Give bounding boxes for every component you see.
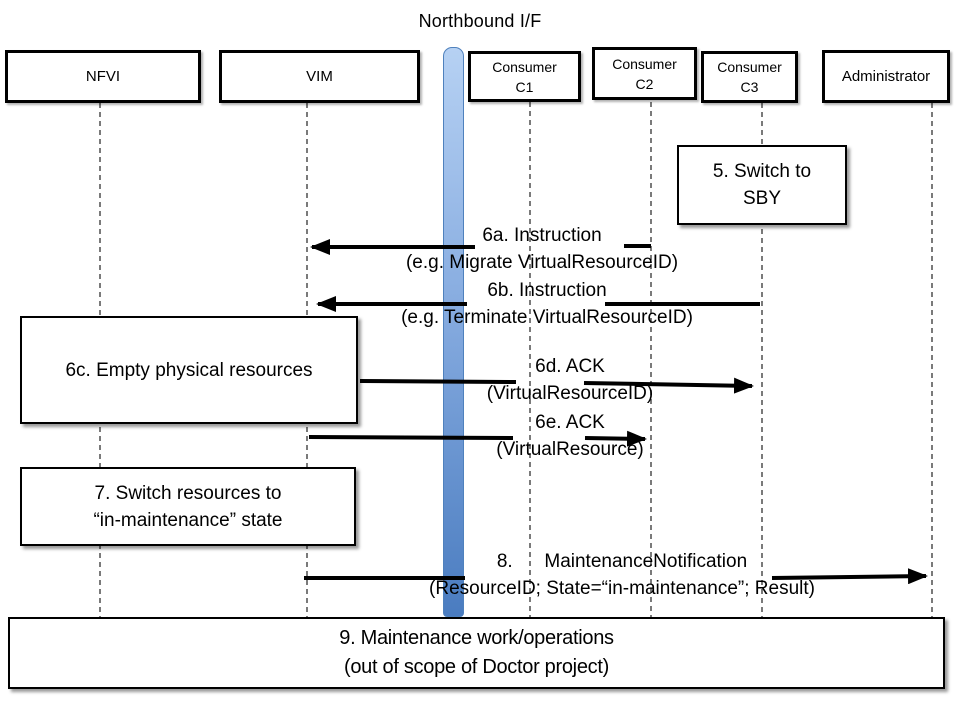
- note6c-line1: 6c. Empty physical resources: [65, 359, 313, 381]
- actor-c3-label-line2: C3: [740, 79, 759, 95]
- message-6d-arrow: [583, 377, 754, 394]
- message-6a-label: 6a. Instruction (e.g. Migrate VirtualRes…: [342, 222, 742, 276]
- note-6c-empty-physical-resources: 6c. Empty physical resources: [20, 316, 358, 424]
- actor-admin-label: Administrator: [841, 67, 931, 85]
- note-7-switch-resources: 7. Switch resources to “in-maintenance” …: [20, 467, 356, 546]
- actor-consumer-c1: Consumer C1: [468, 51, 581, 102]
- message-8-line1: 8. MaintenanceNotification: [496, 551, 748, 572]
- actor-c1-label-line1: Consumer: [492, 58, 557, 75]
- message-6e-line1: 6e. ACK: [535, 412, 605, 433]
- actor-administrator: Administrator: [822, 50, 950, 103]
- message-6d-line2: (VirtualResourceID): [486, 383, 654, 404]
- message-6b-line2: (e.g. Terminate VirtualResourceID): [401, 307, 693, 328]
- actor-c2-label-line2: C2: [635, 75, 654, 92]
- note7-line1: 7. Switch resources to: [94, 482, 282, 504]
- message-6d-label: 6d. ACK (VirtualResourceID): [420, 353, 720, 407]
- note9-line1: 9. Maintenance work/operations: [339, 627, 614, 649]
- message-8-line2: (ResourceID; State=“in-maintenance”; Res…: [429, 578, 815, 599]
- actor-nfvi: NFVI: [5, 50, 201, 103]
- actor-nfvi-label: NFVI: [85, 67, 121, 85]
- note9-line2: (out of scope of Doctor project): [344, 656, 609, 678]
- actor-c2-label-line1: Consumer: [612, 55, 677, 72]
- actor-c3-label-line1: Consumer: [717, 59, 782, 75]
- message-6b-line1: 6b. Instruction: [487, 280, 607, 301]
- note7-line2: “in-maintenance” state: [93, 509, 283, 531]
- message-arrows: [304, 239, 928, 585]
- message-6b-label: 6b. Instruction (e.g. Terminate VirtualR…: [347, 277, 747, 331]
- actor-consumer-c2: Consumer C2: [592, 47, 697, 100]
- message-6e-tail: [308, 435, 514, 440]
- actor-vim-label: VIM: [306, 67, 333, 85]
- message-6e-line2: (VirtualResource): [496, 439, 644, 460]
- message-6d-line1: 6d. ACK: [535, 356, 605, 377]
- message-6a-line2: (e.g. Migrate VirtualResourceID): [405, 252, 679, 273]
- message-8-label: 8. MaintenanceNotification (ResourceID; …: [322, 548, 922, 602]
- note-5-switch-to-sby: 5. Switch to SBY: [677, 145, 847, 225]
- message-6e-arrow: [584, 430, 647, 447]
- message-6e-label: 6e. ACK (VirtualResource): [420, 409, 720, 463]
- note-9-maintenance-work: 9. Maintenance work/operations (out of s…: [8, 617, 945, 689]
- actor-vim: VIM: [219, 50, 420, 103]
- message-6a-line1: 6a. Instruction: [482, 225, 602, 246]
- actor-c1-label-line2: C1: [515, 78, 534, 95]
- northbound-interface-bar: [443, 47, 464, 617]
- message-6d-tail: [359, 379, 517, 384]
- diagram-title: Northbound I/F: [418, 11, 542, 31]
- note5-line1: 5. Switch to: [712, 161, 812, 182]
- message-8-arrow: [771, 568, 928, 585]
- actor-consumer-c3: Consumer C3: [701, 51, 798, 103]
- note5-line2: SBY: [742, 188, 782, 209]
